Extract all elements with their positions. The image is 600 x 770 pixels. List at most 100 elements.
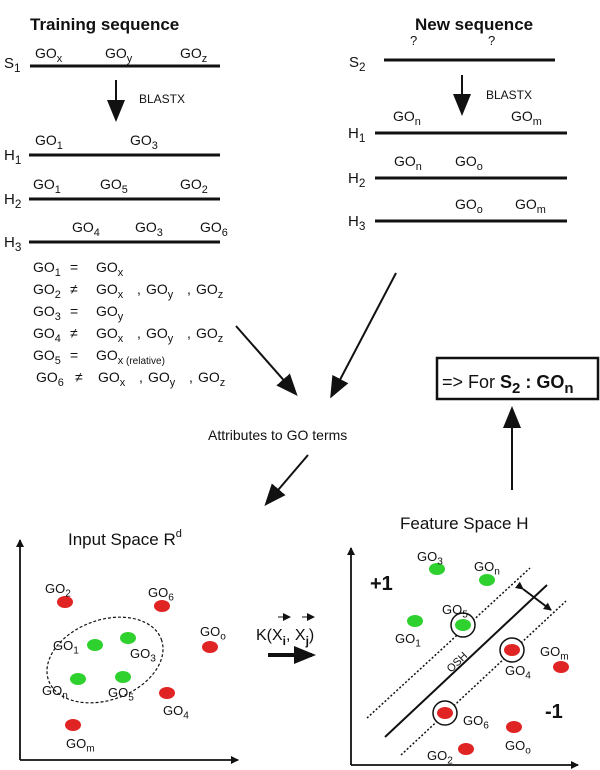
training-hit-go-term: GO3 bbox=[135, 219, 163, 239]
input-point-label: GOn bbox=[42, 683, 68, 702]
feature-point-6 bbox=[437, 707, 453, 719]
relation-comma: , bbox=[137, 281, 141, 297]
input-point-3 bbox=[120, 632, 136, 644]
feature-point-label: GOo bbox=[505, 738, 531, 757]
relation-go-term: GO2 bbox=[33, 281, 61, 301]
relation-comma: , bbox=[187, 325, 191, 341]
new-hit-label: H3 bbox=[348, 213, 365, 233]
input-point-label: GO5 bbox=[108, 685, 134, 704]
new-hit-go-term: GOo bbox=[455, 153, 483, 173]
input-space-title: Input Space Rd bbox=[68, 528, 182, 549]
unknown-term: ? bbox=[410, 33, 417, 48]
s1-go-term: GOz bbox=[180, 45, 207, 65]
relation-operator: = bbox=[70, 303, 78, 319]
kernel-label: K(Xi, Xj) bbox=[256, 627, 314, 648]
training-hit-go-term: GO5 bbox=[100, 176, 128, 196]
input-point-m bbox=[65, 719, 81, 731]
training-hit-go-term: GO3 bbox=[130, 132, 158, 152]
cluster-boundary bbox=[46, 616, 164, 704]
input-point-label: GO4 bbox=[163, 703, 189, 722]
relation-operator: = bbox=[70, 259, 78, 275]
feature-point-label: GOm bbox=[540, 644, 569, 663]
new-blastx-label: BLASTX bbox=[486, 88, 532, 102]
feature-point-n bbox=[479, 574, 495, 586]
margin-line-upper bbox=[366, 567, 531, 719]
new-hit-go-term: GOm bbox=[511, 108, 542, 128]
input-point-1 bbox=[87, 639, 103, 651]
new-title: New sequence bbox=[415, 15, 533, 34]
relation-operator: = bbox=[70, 347, 78, 363]
training-blastx-label: BLASTX bbox=[139, 92, 185, 106]
s1-go-term: GOx bbox=[35, 45, 63, 65]
feature-point-2 bbox=[458, 743, 474, 755]
relation-comma: , bbox=[137, 325, 141, 341]
hyperplane-label: OSH bbox=[445, 650, 471, 675]
training-hit-label: H3 bbox=[4, 234, 21, 254]
relation-operator: ≠ bbox=[70, 281, 78, 297]
margin-width-arrow bbox=[515, 581, 552, 611]
relation-go-term: GO1 bbox=[33, 259, 61, 279]
relation-target-term: GOy bbox=[96, 303, 124, 323]
relation-target-term: GOx (relative) bbox=[96, 347, 165, 367]
feature-point-label: GO1 bbox=[395, 631, 421, 650]
input-point-o bbox=[202, 641, 218, 653]
relation-target-term: GOz bbox=[196, 325, 223, 345]
relation-comma: , bbox=[139, 369, 143, 385]
result-box bbox=[435, 356, 600, 401]
input-point-label: GO2 bbox=[45, 581, 71, 600]
training-hit-label: H2 bbox=[4, 191, 21, 211]
input-point-label: GO6 bbox=[148, 585, 174, 604]
positive-class-label: +1 bbox=[370, 573, 393, 595]
input-point-label: GOm bbox=[66, 736, 95, 755]
new-hit-label: H2 bbox=[348, 170, 365, 190]
training-hit-label: H1 bbox=[4, 147, 21, 167]
new-hit-go-term: GOo bbox=[455, 196, 483, 216]
input-point-n bbox=[70, 673, 86, 685]
relation-target-term: GOx bbox=[98, 369, 126, 389]
flow-arrow-new bbox=[330, 272, 397, 399]
relation-target-term: GOx bbox=[96, 259, 124, 279]
feature-point-m bbox=[553, 661, 569, 673]
relation-operator: ≠ bbox=[70, 325, 78, 341]
relation-go-term: GO6 bbox=[36, 369, 64, 389]
relation-target-term: GOy bbox=[146, 325, 174, 345]
relation-target-term: GOy bbox=[148, 369, 176, 389]
feature-point-label: GO6 bbox=[463, 713, 489, 732]
feature-space-title: Feature Space H bbox=[400, 514, 529, 533]
training-hit-go-term: GO6 bbox=[200, 219, 228, 239]
input-point-2 bbox=[57, 596, 73, 608]
feature-point-1 bbox=[407, 615, 423, 627]
relation-go-term: GO5 bbox=[33, 347, 61, 367]
flow-arrow-to-input bbox=[264, 454, 309, 507]
s1-label: S1 bbox=[4, 55, 21, 75]
new-hit-go-term: GOn bbox=[394, 153, 422, 173]
feature-point-label: GO4 bbox=[505, 663, 531, 682]
input-point-label: GOo bbox=[200, 624, 226, 643]
unknown-term: ? bbox=[488, 33, 495, 48]
new-hit-go-term: GOm bbox=[515, 196, 546, 216]
feature-point-label: GOn bbox=[474, 559, 500, 578]
margin-line-lower bbox=[400, 600, 567, 756]
relation-target-term: GOx bbox=[96, 281, 124, 301]
negative-class-label: -1 bbox=[545, 701, 563, 723]
feature-point-label: GO2 bbox=[427, 748, 453, 767]
feature-point-label: GO5 bbox=[442, 602, 468, 621]
relation-target-term: GOy bbox=[146, 281, 174, 301]
s2-label: S2 bbox=[349, 54, 366, 74]
relation-target-term: GOz bbox=[198, 369, 225, 389]
feature-point-3 bbox=[429, 563, 445, 575]
relation-go-term: GO4 bbox=[33, 325, 61, 345]
feature-point-label: GO3 bbox=[417, 549, 443, 568]
training-hit-go-term: GO4 bbox=[72, 219, 100, 239]
training-title: Training sequence bbox=[30, 15, 179, 34]
relation-target-term: GOz bbox=[196, 281, 223, 301]
training-hit-go-term: GO2 bbox=[180, 176, 208, 196]
new-hit-go-term: GOn bbox=[393, 108, 421, 128]
input-point-label: GO1 bbox=[53, 638, 79, 657]
training-hit-go-term: GO1 bbox=[35, 132, 63, 152]
result-text: => For S2 : GOn bbox=[442, 372, 574, 397]
input-point-4 bbox=[159, 687, 175, 699]
input-point-5 bbox=[115, 671, 131, 683]
relation-comma: , bbox=[189, 369, 193, 385]
